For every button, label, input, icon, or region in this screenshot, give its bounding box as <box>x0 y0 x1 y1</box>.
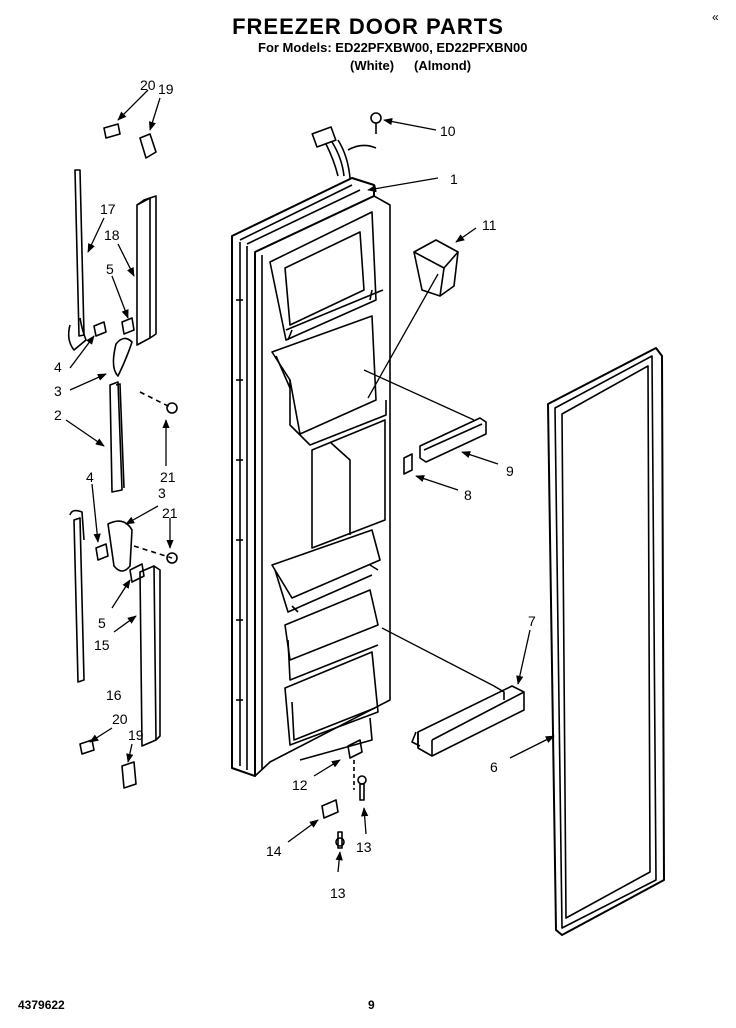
door-shelf <box>411 685 525 757</box>
callout-10: 10 <box>440 123 456 139</box>
callout-13a: 13 <box>356 839 372 855</box>
leader-arrows <box>65 89 555 873</box>
color-almond: (Almond) <box>414 58 472 73</box>
callout-6: 6 <box>490 759 498 775</box>
callout-13b: 13 <box>330 885 346 901</box>
callout-21b: 21 <box>162 505 178 521</box>
callout-11: 11 <box>482 217 497 233</box>
dispenser-trim <box>403 417 487 475</box>
freezer-door-liner <box>231 177 391 777</box>
callout-9: 9 <box>506 463 514 479</box>
handle-assembly-bottom <box>69 509 178 789</box>
callout-14: 14 <box>266 843 282 859</box>
callout-20b: 20 <box>112 711 128 727</box>
corner-mark: « <box>712 10 719 24</box>
callout-labels: 1 2 3 3 4 4 5 5 6 7 8 9 10 11 12 13 13 1… <box>54 77 536 901</box>
wire-harness <box>311 112 382 179</box>
color-white: (White) <box>350 58 395 73</box>
door-gasket <box>547 347 665 936</box>
bottom-hinge-parts <box>321 739 367 849</box>
callout-4b: 4 <box>86 469 94 485</box>
callout-19a: 19 <box>158 81 174 97</box>
callout-18: 18 <box>104 227 120 243</box>
callout-5b: 5 <box>98 615 106 631</box>
callout-1: 1 <box>450 171 458 187</box>
page-title: FREEZER DOOR PARTS <box>232 14 504 39</box>
footer-page-number: 9 <box>368 998 375 1012</box>
handle-assembly-top <box>67 123 178 493</box>
callout-5a: 5 <box>106 261 114 277</box>
footer-part-number: 4379622 <box>18 998 65 1012</box>
callout-19b: 19 <box>128 727 144 743</box>
callout-21a: 21 <box>160 469 176 485</box>
callout-3a: 3 <box>54 383 62 399</box>
callout-7: 7 <box>528 613 536 629</box>
callout-15: 15 <box>94 637 110 653</box>
callout-17: 17 <box>100 201 116 217</box>
callout-3b: 3 <box>158 485 166 501</box>
callout-4a: 4 <box>54 359 62 375</box>
models-line: For Models: ED22PFXBW00, ED22PFXBN00 <box>258 40 528 55</box>
callout-16: 16 <box>106 687 122 703</box>
callout-12: 12 <box>292 777 308 793</box>
ice-chute <box>413 239 459 297</box>
callout-20a: 20 <box>140 77 156 93</box>
callout-8: 8 <box>464 487 472 503</box>
callout-2: 2 <box>54 407 62 423</box>
